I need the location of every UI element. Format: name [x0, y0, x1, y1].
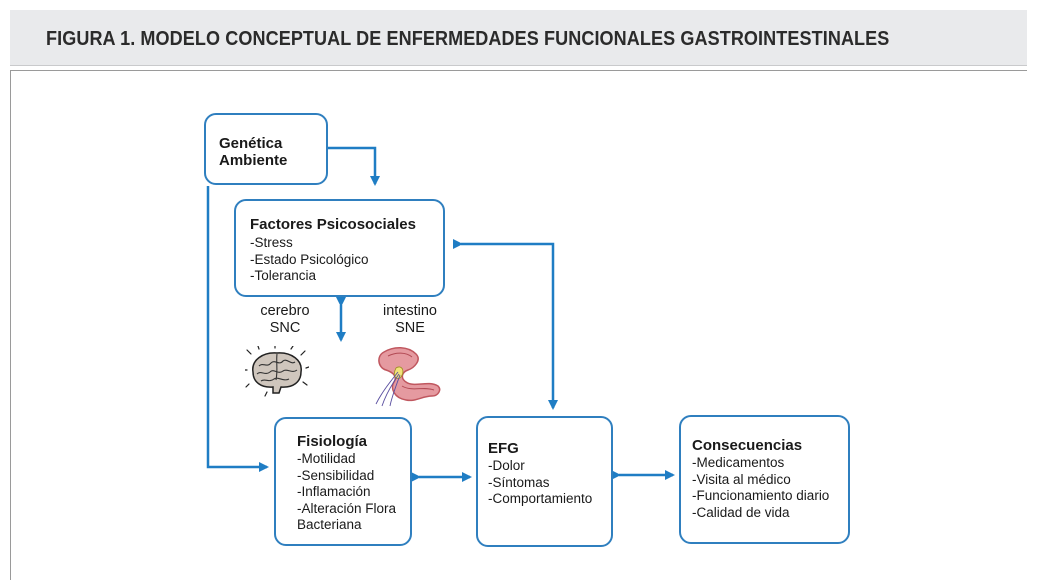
arrow-psicosociales-efg	[453, 239, 558, 410]
genetica-label: Genética	[219, 135, 283, 152]
intestino-label: intestino	[382, 303, 437, 319]
figure-header: FIGURA 1. MODELO CONCEPTUAL DE ENFERMEDA…	[10, 10, 1027, 66]
figure-frame	[10, 70, 1027, 580]
arrow-genetica-to-fisiologia	[206, 186, 269, 472]
fisiologia-title: Fisiología	[297, 433, 368, 450]
psicosociales-item: -Estado Psicológico	[250, 251, 369, 267]
ambiente-label: Ambiente	[219, 152, 288, 169]
intestine-icon	[375, 347, 441, 407]
efg-title: EFG	[488, 440, 519, 457]
consecuencias-title: Consecuencias	[692, 437, 803, 454]
brain-icon	[245, 346, 309, 397]
efg-item: -Dolor	[488, 458, 525, 473]
sne-label: SNE	[395, 320, 425, 336]
psicosociales-item: -Tolerancia	[250, 268, 317, 283]
efg-item: -Síntomas	[488, 474, 550, 490]
fisiologia-item: -Alteración Flora	[297, 500, 397, 516]
consecuencias-item: -Calidad de vida	[692, 504, 790, 520]
consecuencias-item: -Funcionamiento diario	[692, 488, 830, 503]
arrow-genetica-to-psicosociales	[328, 146, 380, 186]
consecuencias-item: -Visita al médico	[692, 471, 791, 487]
efg-item: -Comportamiento	[488, 491, 593, 506]
snc-label: SNC	[269, 320, 301, 336]
consecuencias-item: -Medicamentos	[692, 455, 785, 470]
node-genetica-ambiente: Genética Ambiente	[204, 113, 328, 185]
node-consecuencias: Consecuencias -Medicamentos -Visita al m…	[679, 415, 850, 544]
psicosociales-title: Factores Psicosociales	[250, 216, 416, 233]
node-efg: EFG -Dolor -Síntomas -Comportamiento	[476, 416, 613, 547]
node-fisiologia: Fisiología -Motilidad -Sensibilidad -Inf…	[274, 417, 412, 546]
fisiologia-item: -Motilidad	[297, 451, 356, 466]
fisiologia-item: Bacteriana	[297, 517, 362, 532]
fisiologia-item: -Inflamación	[297, 484, 371, 499]
fisiologia-item: -Sensibilidad	[297, 467, 375, 483]
node-factores-psicosociales: Factores Psicosociales -Stress -Estado P…	[234, 199, 445, 297]
cerebro-label: cerebro	[260, 303, 310, 319]
figure-title: FIGURA 1. MODELO CONCEPTUAL DE ENFERMEDA…	[46, 27, 890, 50]
psicosociales-item: -Stress	[250, 235, 293, 250]
